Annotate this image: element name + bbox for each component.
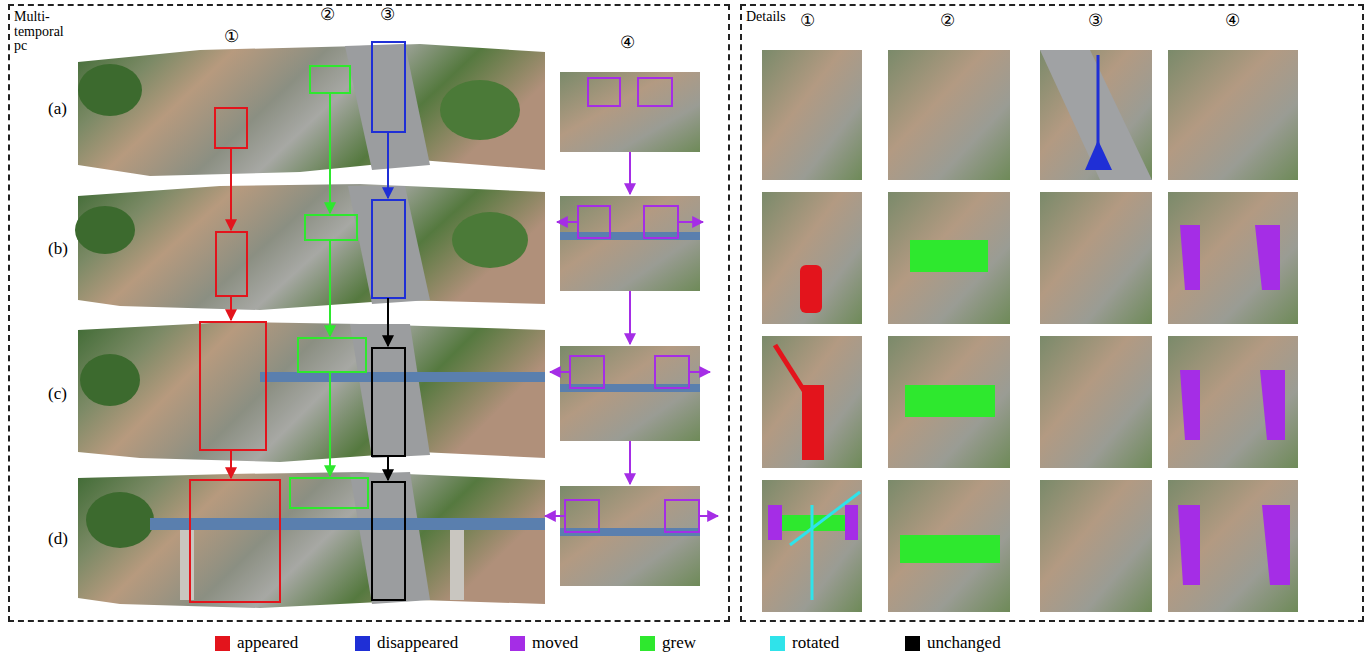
legend-swatch bbox=[905, 636, 920, 651]
callout-label: ② bbox=[320, 6, 335, 25]
legend-item: moved bbox=[510, 633, 578, 653]
callout-label: ① bbox=[224, 28, 239, 47]
legend-swatch bbox=[770, 636, 785, 651]
legend-text: moved bbox=[532, 633, 578, 653]
legend-swatch bbox=[510, 636, 525, 651]
callout-label: (a) bbox=[48, 100, 67, 119]
legend-item: disappeared bbox=[355, 633, 458, 653]
moved-column bbox=[545, 72, 718, 586]
legend-item: grew bbox=[640, 633, 696, 653]
legend-item: unchanged bbox=[905, 633, 1001, 653]
legend-swatch bbox=[355, 636, 370, 651]
change-boxes bbox=[190, 42, 405, 602]
callout-label: (d) bbox=[48, 530, 68, 549]
panel-title: Multi-temporal pc bbox=[14, 10, 76, 54]
detail-images bbox=[762, 50, 1298, 612]
legend-text: appeared bbox=[237, 633, 298, 653]
callout-label: ④ bbox=[620, 34, 635, 53]
callout-label: (b) bbox=[48, 240, 68, 259]
legend-swatch bbox=[215, 636, 230, 651]
callout-label: ② bbox=[940, 12, 955, 31]
legend-text: rotated bbox=[792, 633, 839, 653]
panel-title: Details bbox=[746, 10, 846, 25]
callout-label: ④ bbox=[1225, 12, 1240, 31]
callout-label: ① bbox=[800, 12, 815, 31]
strips bbox=[75, 44, 545, 608]
legend-item: appeared bbox=[215, 633, 298, 653]
callout-label: ③ bbox=[1088, 12, 1103, 31]
callout-label: (c) bbox=[48, 385, 67, 404]
dashed-panel: Details bbox=[740, 4, 1364, 622]
legend-swatch bbox=[640, 636, 655, 651]
callout-label: ③ bbox=[380, 6, 395, 25]
legend-text: disappeared bbox=[377, 633, 458, 653]
legend-text: grew bbox=[662, 633, 696, 653]
dashed-panel: Multi-temporal pc bbox=[8, 4, 730, 622]
legend-text: unchanged bbox=[927, 633, 1001, 653]
legend-item: rotated bbox=[770, 633, 839, 653]
